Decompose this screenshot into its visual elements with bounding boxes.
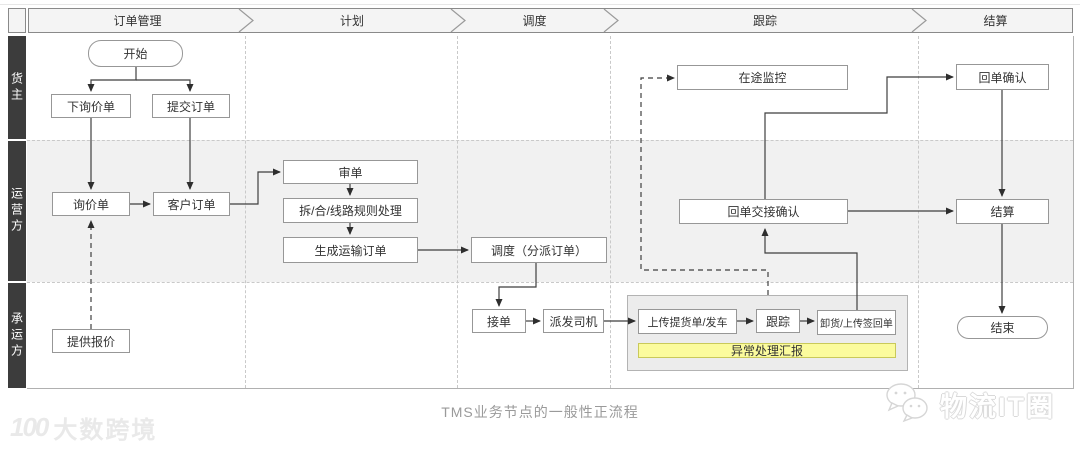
phase-planning: 计划 [339, 14, 364, 28]
phase-tracking: 跟踪 [752, 14, 777, 28]
node-in-transit-monitor: 在途监控 [677, 65, 848, 90]
node-inquiry-order: 询价单 [52, 192, 130, 216]
phase-dispatch: 调度 [522, 14, 547, 28]
page-top-divider [0, 4, 1080, 5]
lane-carrier-bg [27, 282, 1073, 388]
node-review-order: 审单 [283, 160, 418, 184]
phase-header-band: 订单管理 计划 调度 跟踪 结算 [28, 8, 1073, 33]
node-place-inquiry: 下询价单 [51, 94, 131, 118]
watermark-wuliu-it: 物流IT圈 [884, 382, 1055, 426]
node-exception-report: 异常处理汇报 [638, 343, 896, 358]
node-unload-upload-receipt: 卸货/上传签回单 [817, 310, 896, 335]
node-track: 跟踪 [756, 309, 800, 333]
wechat-bubbles-icon [886, 383, 928, 423]
node-start: 开始 [88, 40, 183, 67]
column-divider [918, 36, 919, 388]
dashu-logo: 100 [10, 412, 49, 442]
node-accept-order: 接单 [472, 309, 526, 333]
header-corner-cell [8, 8, 26, 33]
node-end: 结束 [957, 316, 1048, 339]
phase-separator-chevrons [238, 9, 927, 32]
node-dispatch-assign: 调度（分派订单） [471, 237, 607, 263]
lane-label-shipper: 货主 [8, 36, 26, 139]
lane-divider [27, 140, 1073, 141]
lane-label-carrier: 承运方 [8, 283, 26, 388]
phase-settlement: 结算 [983, 14, 1008, 28]
node-split-merge-route: 拆/合/线路规则处理 [283, 198, 418, 223]
node-upload-pickup-departure: 上传提货单/发车 [638, 309, 737, 334]
node-receipt-confirm: 回单确认 [956, 64, 1049, 90]
phase-order-management: 订单管理 [113, 14, 162, 28]
node-receipt-handover-confirm: 回单交接确认 [679, 199, 848, 224]
column-divider [457, 36, 458, 388]
node-provide-quote: 提供报价 [52, 329, 130, 353]
node-generate-transport-order: 生成运输订单 [283, 237, 418, 263]
dashu-text: 大数跨境 [53, 417, 158, 444]
lane-label-operator: 运营方 [8, 141, 26, 281]
node-customer-order: 客户订单 [153, 192, 230, 216]
node-submit-order: 提交订单 [152, 94, 230, 118]
column-divider [245, 36, 246, 388]
node-settlement: 结算 [956, 199, 1049, 224]
node-assign-driver: 派发司机 [543, 309, 604, 333]
lane-shipper-bg [27, 36, 1073, 140]
diagram-caption: TMS业务节点的一般性正流程 [441, 404, 639, 420]
wuliu-it-text: 物流IT圈 [940, 391, 1055, 422]
watermark-dashu: 100 大数跨境 [10, 410, 157, 445]
lane-divider [27, 282, 1073, 283]
column-divider [610, 36, 611, 388]
